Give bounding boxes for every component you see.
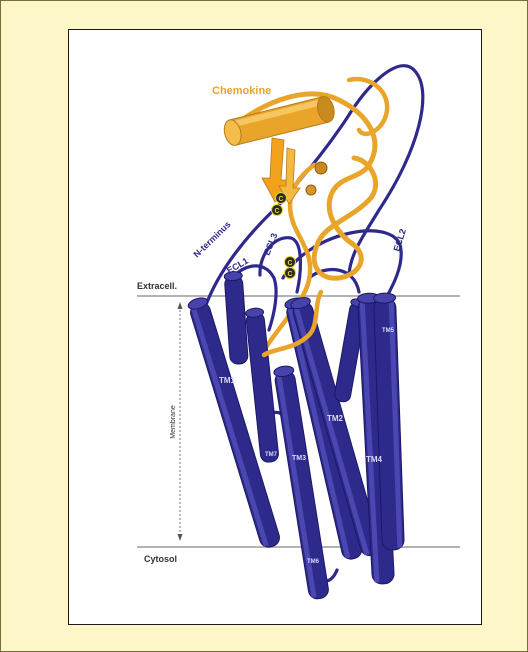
receptor-chemokine-diagram: C C C C Chemokine N-terminus ECL1 ECL3 E… (69, 30, 481, 624)
svg-text:C: C (287, 271, 292, 278)
ecl2-label: ECL2 (391, 228, 408, 253)
membrane-label: Membrane (170, 405, 177, 439)
cysteine-marker-2: C (272, 205, 283, 216)
svg-text:C: C (287, 260, 292, 267)
extracell-label: Extracell. (137, 281, 177, 291)
tm2-label: TM2 (327, 414, 344, 423)
chemokine-label: Chemokine (212, 85, 271, 97)
svg-text:C: C (274, 208, 279, 215)
svg-text:C: C (278, 196, 283, 203)
tm3-label: TM3 (292, 455, 306, 462)
tm4-label: TM4 (366, 455, 383, 464)
cytosol-label: Cytosol (144, 554, 177, 564)
tm1-label: TM1 (219, 376, 236, 385)
ecl3-label: ECL3 (262, 232, 280, 257)
diagram-panel: C C C C Chemokine N-terminus ECL1 ECL3 E… (68, 29, 482, 625)
tm5-label: TM5 (382, 328, 395, 334)
cysteine-marker-1: C (276, 193, 287, 204)
n-terminus-label: N-terminus (191, 219, 232, 259)
helix-tm1-upper (224, 271, 248, 365)
membrane-span-arrow (178, 302, 183, 541)
cysteine-marker-4: C (285, 268, 296, 279)
tm7-label: TM7 (265, 452, 278, 458)
cysteine-marker-3: C (285, 257, 296, 268)
tm6-label: TM6 (307, 559, 320, 565)
